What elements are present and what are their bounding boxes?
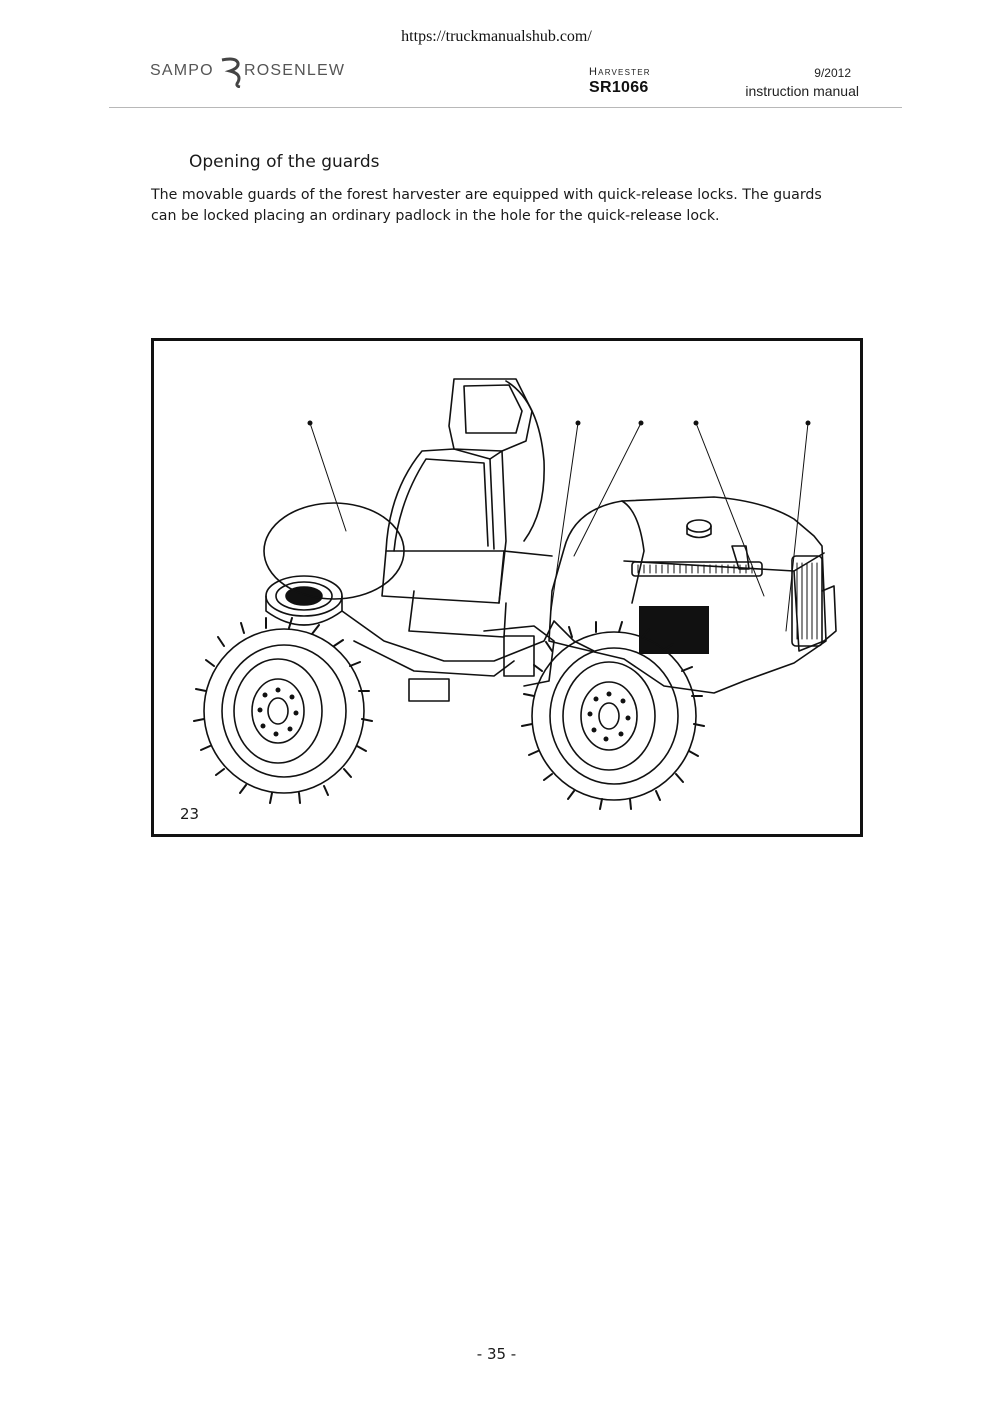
figure-number: 23 [180, 805, 200, 823]
header-model: SR1066 [589, 79, 649, 96]
source-url: https://truckmanualshub.com/ [401, 28, 592, 45]
section-body: The movable guards of the forest harvest… [151, 187, 822, 224]
forest-harvester-illustration [193, 378, 837, 810]
svg-text:SAMPO: SAMPO [150, 62, 214, 79]
chassis [341, 610, 595, 702]
header-category: Harvester [589, 66, 651, 78]
rear-wheel-back [263, 502, 405, 600]
front-wheel [193, 617, 373, 804]
header-date: 9/2012 [814, 66, 851, 80]
sampo-rosenlew-logo: SAMPO ROSENLEW [150, 57, 345, 88]
callout-leaders [309, 422, 809, 632]
svg-text:ROSENLEW: ROSENLEW [244, 62, 345, 79]
section-heading: Opening of the guards [189, 152, 380, 172]
operator-cab [381, 378, 553, 638]
engine-hood [548, 496, 837, 694]
figure-frame: 23 [151, 338, 863, 837]
page-number: - 35 - [476, 1345, 517, 1363]
header-doc-type: instruction manual [745, 83, 859, 99]
header-product: Harvester SR1066 [589, 66, 651, 97]
crane-turntable [265, 575, 343, 626]
rear-wheel [521, 621, 705, 810]
callout-dots [307, 420, 811, 426]
header-document-info: 9/2012 instruction manual [659, 66, 859, 99]
header-divider [109, 107, 902, 108]
